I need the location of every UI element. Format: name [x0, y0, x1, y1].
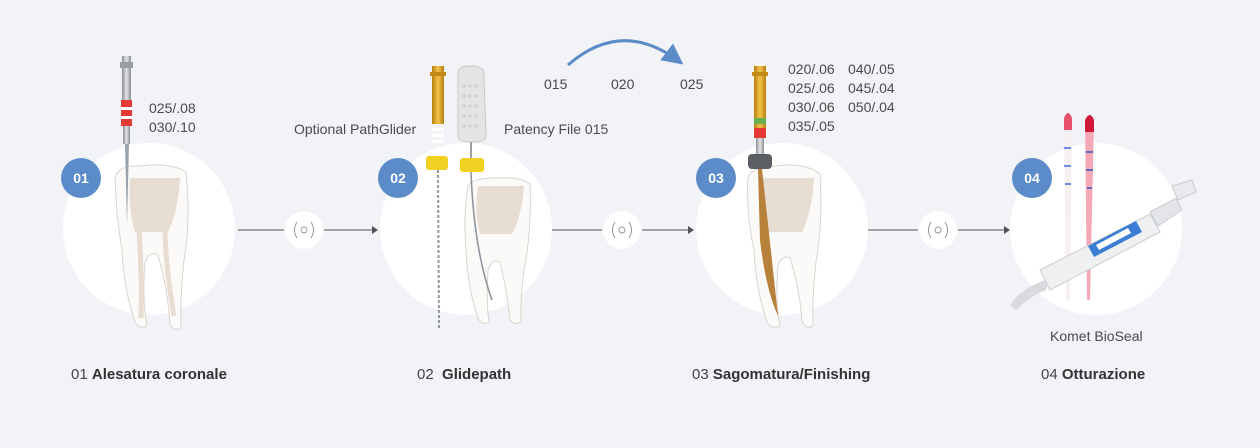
step2-label: 02 Glidepath — [417, 366, 511, 383]
connector-arrow-1 — [238, 226, 378, 234]
pathglider-caption: Optional PathGlider — [294, 121, 417, 137]
step1-number-badge: 01 — [61, 158, 101, 198]
sequence-arc-arrow — [567, 39, 684, 67]
step3-number-badge: 03 — [696, 158, 736, 198]
pathglider-file — [426, 66, 448, 331]
step3-label-name: Sagomatura/Finishing — [712, 366, 871, 383]
connector-arrow-3 — [868, 226, 1010, 234]
patency-file — [457, 65, 493, 301]
rotary-icon-1 — [285, 211, 323, 249]
step1-spec-2: 030/.10 — [149, 119, 196, 135]
connector-arrow-2 — [552, 226, 694, 234]
step1-label-number: 01 — [71, 366, 88, 383]
step3-spec-col2-1: 040/.05 — [848, 61, 895, 77]
patency-file-caption: Patency File 015 — [504, 121, 609, 137]
tooth-illustration-2 — [464, 177, 531, 325]
step3-spec-col2-2: 045/.04 — [848, 80, 895, 96]
rotary-file-1 — [120, 56, 133, 225]
step4-label-name: Otturazione — [1061, 366, 1146, 383]
step2-number-badge: 02 — [378, 158, 418, 198]
step3-label-number: 03 — [692, 366, 709, 383]
bioseal-syringe — [1010, 179, 1197, 310]
step1-spec-1: 025/.08 — [149, 100, 196, 116]
step4-number-badge: 04 — [1012, 158, 1052, 198]
step3-spec-col1-2: 025/.06 — [788, 80, 835, 96]
step3-spec-col1-1: 020/.06 — [788, 61, 835, 77]
gutta-percha-cone-2 — [1085, 115, 1094, 300]
rotary-icon-3 — [919, 211, 957, 249]
sequence-value-3: 025 — [680, 76, 704, 92]
tooth-illustration-1 — [114, 164, 189, 330]
step4-label-number: 04 — [1041, 366, 1058, 383]
step3-spec-col2-3: 050/.04 — [848, 99, 895, 115]
step2-label-name: Glidepath — [442, 366, 512, 383]
shaping-file — [748, 66, 778, 316]
step3-label: 03 Sagomatura/Finishing — [692, 366, 870, 383]
step1-label: 01 Alesatura coronale — [71, 366, 227, 383]
step4-label: 04 Otturazione — [1041, 366, 1145, 383]
step2-label-number: 02 — [417, 366, 434, 383]
step3-spec-col1-4: 035/.05 — [788, 118, 835, 134]
rotary-icon-2 — [603, 211, 641, 249]
sequence-value-1: 015 — [544, 76, 568, 92]
sequence-value-2: 020 — [611, 76, 635, 92]
step1-label-name: Alesatura coronale — [91, 366, 227, 383]
gutta-percha-cone-1 — [1064, 113, 1072, 300]
bioseal-caption: Komet BioSeal — [1050, 328, 1143, 344]
step3-spec-col1-3: 030/.06 — [788, 99, 835, 115]
